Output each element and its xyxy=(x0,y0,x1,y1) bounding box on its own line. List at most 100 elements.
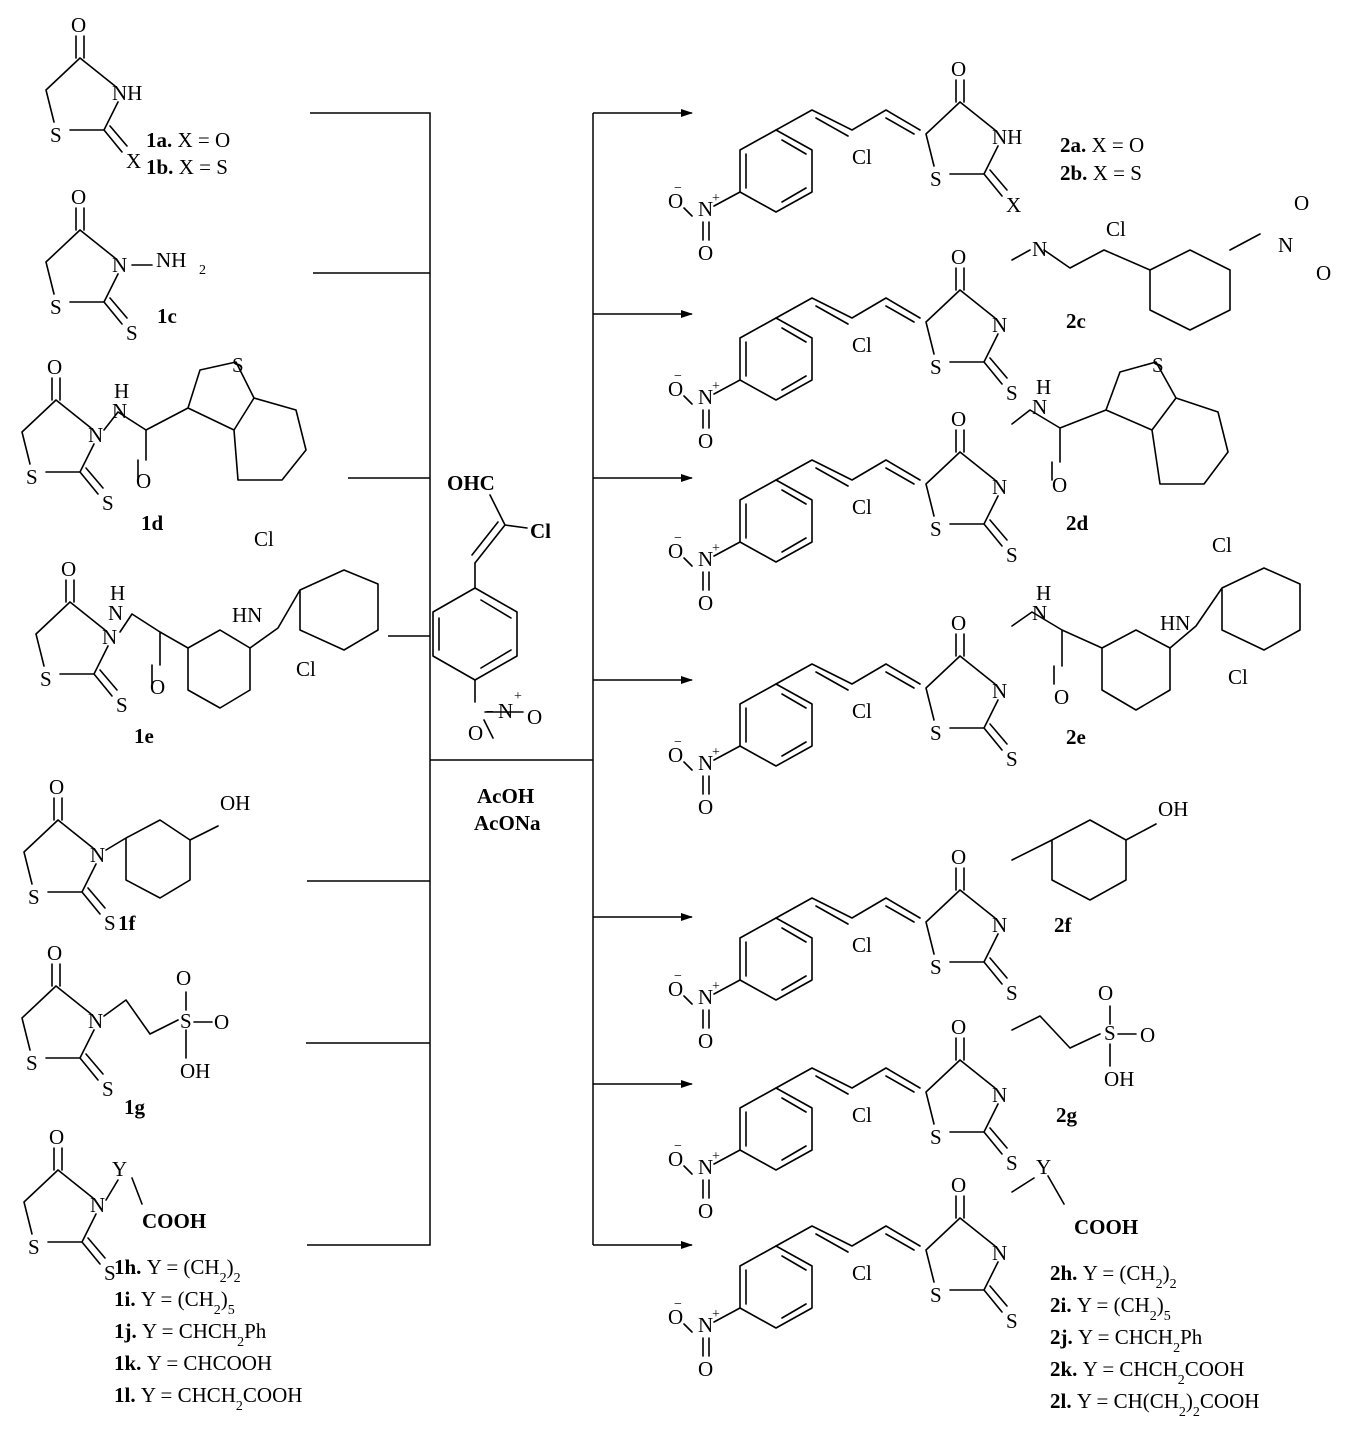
vinyl-chain xyxy=(775,297,921,319)
nitro-o-minus: O xyxy=(668,1147,683,1171)
nitrophenyl-ring xyxy=(739,1087,813,1171)
nitro-bond xyxy=(713,191,741,207)
reagent-plus: + xyxy=(514,689,522,704)
oh-2f: OH xyxy=(1158,797,1188,821)
vinyl-double xyxy=(815,1233,915,1253)
ring-s-label: S xyxy=(40,667,52,691)
nitro-o-minus: O xyxy=(668,189,683,213)
nh2-sub: 2 xyxy=(199,263,206,278)
condition-acoh: AcOH xyxy=(477,784,534,808)
ring-s-label: S xyxy=(930,167,942,191)
ring-o-label: O xyxy=(951,245,966,269)
vinyl-double xyxy=(815,305,915,325)
ring-s-label: S xyxy=(26,465,38,489)
s-o-2d: O xyxy=(1052,473,1067,497)
nitro-o-minus: O xyxy=(668,977,683,1001)
thioxo-bond xyxy=(983,1127,1008,1155)
carbonyl-bond xyxy=(75,207,85,231)
nitro-minus: − xyxy=(674,735,682,750)
nitro-plus: + xyxy=(712,979,720,994)
nitro-minus: − xyxy=(674,181,682,196)
nitrophenyl-ring xyxy=(739,917,813,1001)
carbonyl-bond xyxy=(51,963,61,987)
cl2-2e: Cl xyxy=(1228,665,1248,689)
y-bonds-1h xyxy=(105,1177,143,1205)
ring-s-label: S xyxy=(930,1283,942,1307)
nitro-minus: − xyxy=(674,531,682,546)
label-1f: 1f xyxy=(118,911,137,935)
ring-bonds xyxy=(925,101,999,175)
ring-exo-s-label: S xyxy=(1006,1151,1018,1175)
ring-n-label: N xyxy=(992,475,1007,499)
arm-2c: ClN+O−O xyxy=(668,297,921,453)
nitro-o-minus: O xyxy=(668,377,683,401)
ring-bonds xyxy=(23,1169,97,1243)
vinyl-chain xyxy=(775,1225,921,1247)
ring-bonds xyxy=(925,655,999,729)
label-1h: 1h. Y = (CH2)2 xyxy=(114,1255,241,1286)
thiophene-1d xyxy=(145,361,307,481)
o2-2g: O xyxy=(1140,1023,1155,1047)
ring-n-label: N xyxy=(88,423,103,447)
ring-exo-s-label: S xyxy=(1006,981,1018,1005)
ring-x-label: X xyxy=(1006,193,1021,217)
nitro-n: N xyxy=(698,985,713,1009)
o2-1g: O xyxy=(214,1010,229,1034)
thioxo-bond xyxy=(93,669,118,697)
ring-n-label: NH xyxy=(992,125,1022,149)
ring-n-label: N xyxy=(90,1193,105,1217)
carbonyl-bond xyxy=(955,867,965,891)
sulfo-1g xyxy=(103,991,213,1059)
s-sulfo-2g: S xyxy=(1104,1021,1116,1045)
reagent-o-eq: O xyxy=(527,705,542,729)
vinyl-double xyxy=(815,905,915,925)
cooh-2h: COOH xyxy=(1074,1215,1138,1239)
label-1e: 1e xyxy=(134,724,154,748)
nitro-o: O xyxy=(698,1199,713,1223)
h-1e: H xyxy=(110,581,125,605)
label-2g: 2g xyxy=(1056,1103,1078,1127)
vinyl-chain xyxy=(775,663,921,685)
ring-s-label: S xyxy=(26,1051,38,1075)
azine-2c xyxy=(1011,233,1261,331)
ring-n-label: N xyxy=(992,313,1007,337)
reagent-aldehyde: OHC Cl N + O O − AcOH AcONa xyxy=(432,471,551,835)
ring-bonds xyxy=(45,229,119,303)
nitro-no-bonds xyxy=(683,995,710,1029)
label-2j: 2j. Y = CHCH2Ph xyxy=(1050,1325,1203,1356)
nitro-o: O xyxy=(698,1029,713,1053)
hn-2e: HN xyxy=(1160,611,1190,635)
cl-label: Cl xyxy=(852,333,872,357)
arm-2e xyxy=(1011,611,1171,711)
thioxo-bond xyxy=(79,467,104,495)
ring-bonds xyxy=(23,819,97,893)
ring-o-label: O xyxy=(49,1125,64,1149)
reagent-cho-label: OHC xyxy=(447,471,495,495)
ring-n-label: N xyxy=(88,1009,103,1033)
vinyl-chain xyxy=(775,897,921,919)
y-1h: Y xyxy=(112,1157,127,1181)
ring-exo-s-label: S xyxy=(126,321,138,345)
ring-s-label: S xyxy=(930,355,942,379)
thioxo-bond xyxy=(103,297,128,325)
nitro-o-minus: O xyxy=(668,1305,683,1329)
amide-1d xyxy=(103,411,147,481)
nitro-o: O xyxy=(698,1357,713,1381)
thioxo-bond xyxy=(81,887,106,915)
ring-n-label: N xyxy=(992,913,1007,937)
ring-s-label: S xyxy=(930,517,942,541)
nitro-minus: − xyxy=(674,369,682,384)
ring-exo-s-label: S xyxy=(104,911,116,935)
thioxo-bond xyxy=(983,1285,1008,1313)
ring-n-label: N xyxy=(90,843,105,867)
reaction-lines xyxy=(306,109,693,1249)
label-1c: 1c xyxy=(157,304,177,328)
